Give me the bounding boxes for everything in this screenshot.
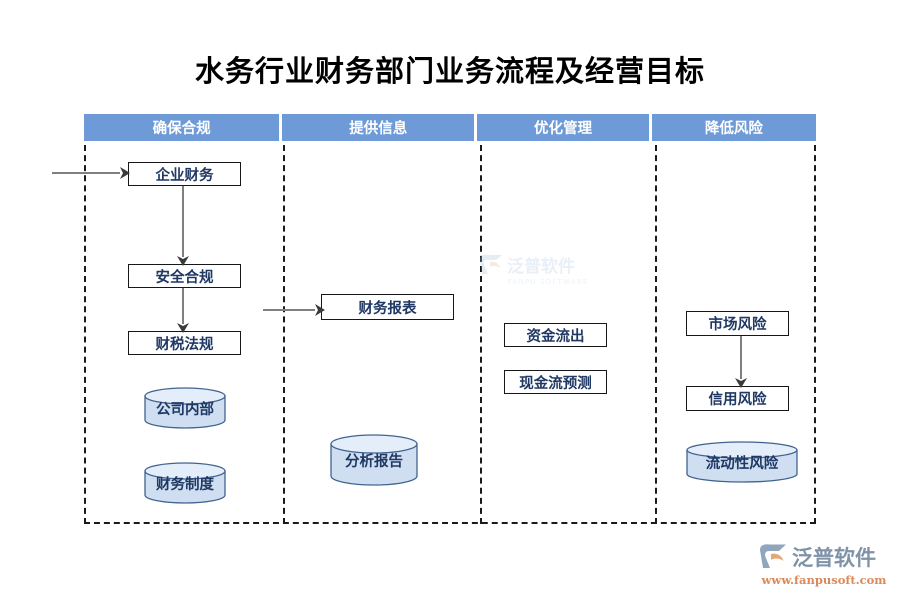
node-credit-risk[interactable]: 信用风险 xyxy=(686,386,789,411)
swimlane-header-band: 确保合规 提供信息 优化管理 降低风险 xyxy=(84,114,816,141)
header-cell-provide-information: 提供信息 xyxy=(282,114,475,141)
header-cell-ensure-compliance: 确保合规 xyxy=(84,114,280,141)
node-security-compliance[interactable]: 安全合规 xyxy=(128,264,241,288)
lane-divider-3 xyxy=(655,145,657,524)
fanpu-logo-mark-icon xyxy=(760,544,786,568)
lane-divider-1 xyxy=(283,145,285,524)
lane-divider-2 xyxy=(480,145,482,524)
swimlane-container xyxy=(84,145,816,524)
node-company-internal[interactable]: 公司内部 xyxy=(144,387,226,429)
header-cell-optimize-management: 优化管理 xyxy=(477,114,649,141)
node-liquidity-risk[interactable]: 流动性风险 xyxy=(686,441,798,483)
arrow-compliance-to-statements-icon xyxy=(263,301,325,319)
node-market-risk[interactable]: 市场风险 xyxy=(686,311,789,336)
brand-logo: 泛普软件 www.fanpusoft.com xyxy=(758,542,890,588)
node-financial-system[interactable]: 财务制度 xyxy=(144,462,226,504)
node-enterprise-finance[interactable]: 企业财务 xyxy=(128,162,241,186)
arrow-entry-icon xyxy=(52,164,130,182)
arrow-compliance-to-tax-icon xyxy=(176,288,190,333)
arrow-enterprise-to-compliance-icon xyxy=(176,186,190,266)
brand-url: www.fanpusoft.com xyxy=(761,573,887,587)
arrow-market-to-credit-risk-icon xyxy=(734,336,748,388)
node-financial-statements[interactable]: 财务报表 xyxy=(321,294,454,320)
header-cell-reduce-risk: 降低风险 xyxy=(651,114,816,141)
node-cash-outflow[interactable]: 资金流出 xyxy=(504,323,607,347)
node-analysis-report[interactable]: 分析报告 xyxy=(330,434,418,486)
page-title: 水务行业财务部门业务流程及经营目标 xyxy=(194,54,705,88)
node-tax-regulations[interactable]: 财税法规 xyxy=(128,331,241,355)
brand-name: 泛普软件 xyxy=(792,546,876,570)
node-cashflow-forecast[interactable]: 现金流预测 xyxy=(504,370,607,394)
